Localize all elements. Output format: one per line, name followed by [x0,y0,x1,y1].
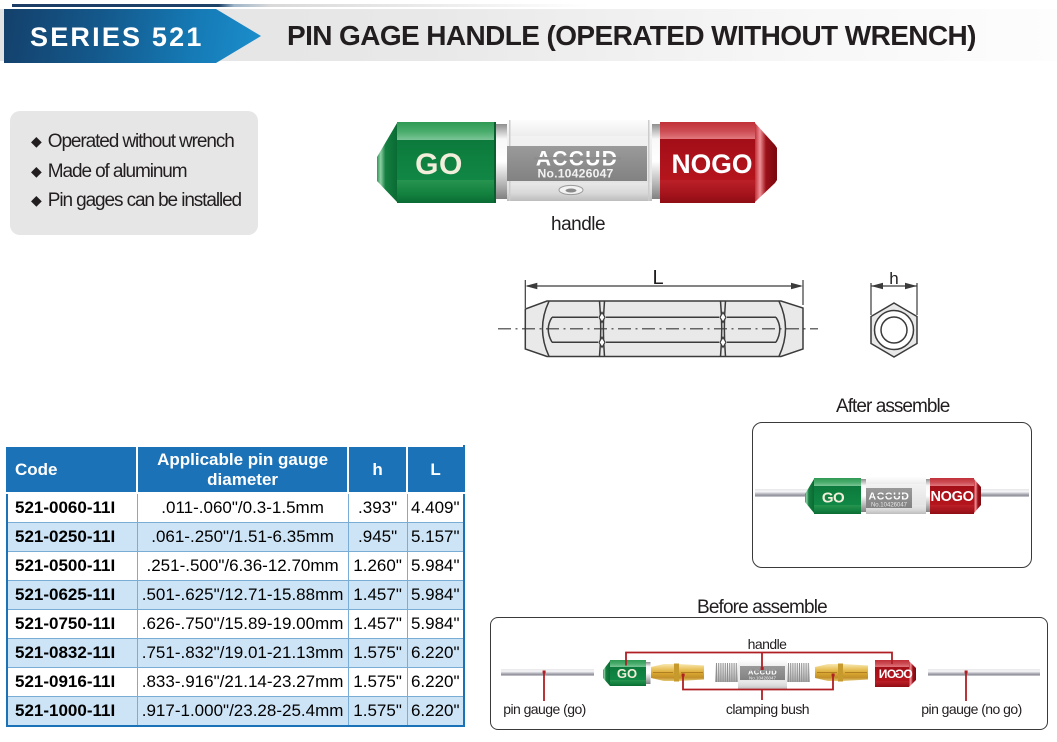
svg-text:No.10426047: No.10426047 [537,167,613,181]
svg-text:handle: handle [748,636,788,652]
svg-text:pin gauge (go): pin gauge (go) [503,701,586,717]
svg-text:pin gauge (no go): pin gauge (no go) [921,701,1021,717]
svg-text:O: O [887,667,896,681]
svg-text:No.10426047: No.10426047 [871,503,908,509]
svg-text:clamping bush: clamping bush [726,701,809,717]
svg-text:O: O [903,667,912,681]
svg-text:GO: GO [415,148,463,181]
svg-text:NOGO: NOGO [930,489,973,505]
svg-text:ACCUD: ACCUD [748,668,777,677]
svg-text:L: L [652,267,663,289]
svg-text:ACCUD: ACCUD [869,491,910,503]
svg-text:И: И [879,667,888,681]
svg-text:No.10426047: No.10426047 [749,676,777,681]
svg-text:GO: GO [617,666,637,681]
svg-text:h: h [889,269,898,288]
svg-text:G: G [895,667,904,681]
svg-text:GO: GO [822,490,845,507]
svg-text:NOGO: NOGO [672,149,753,179]
